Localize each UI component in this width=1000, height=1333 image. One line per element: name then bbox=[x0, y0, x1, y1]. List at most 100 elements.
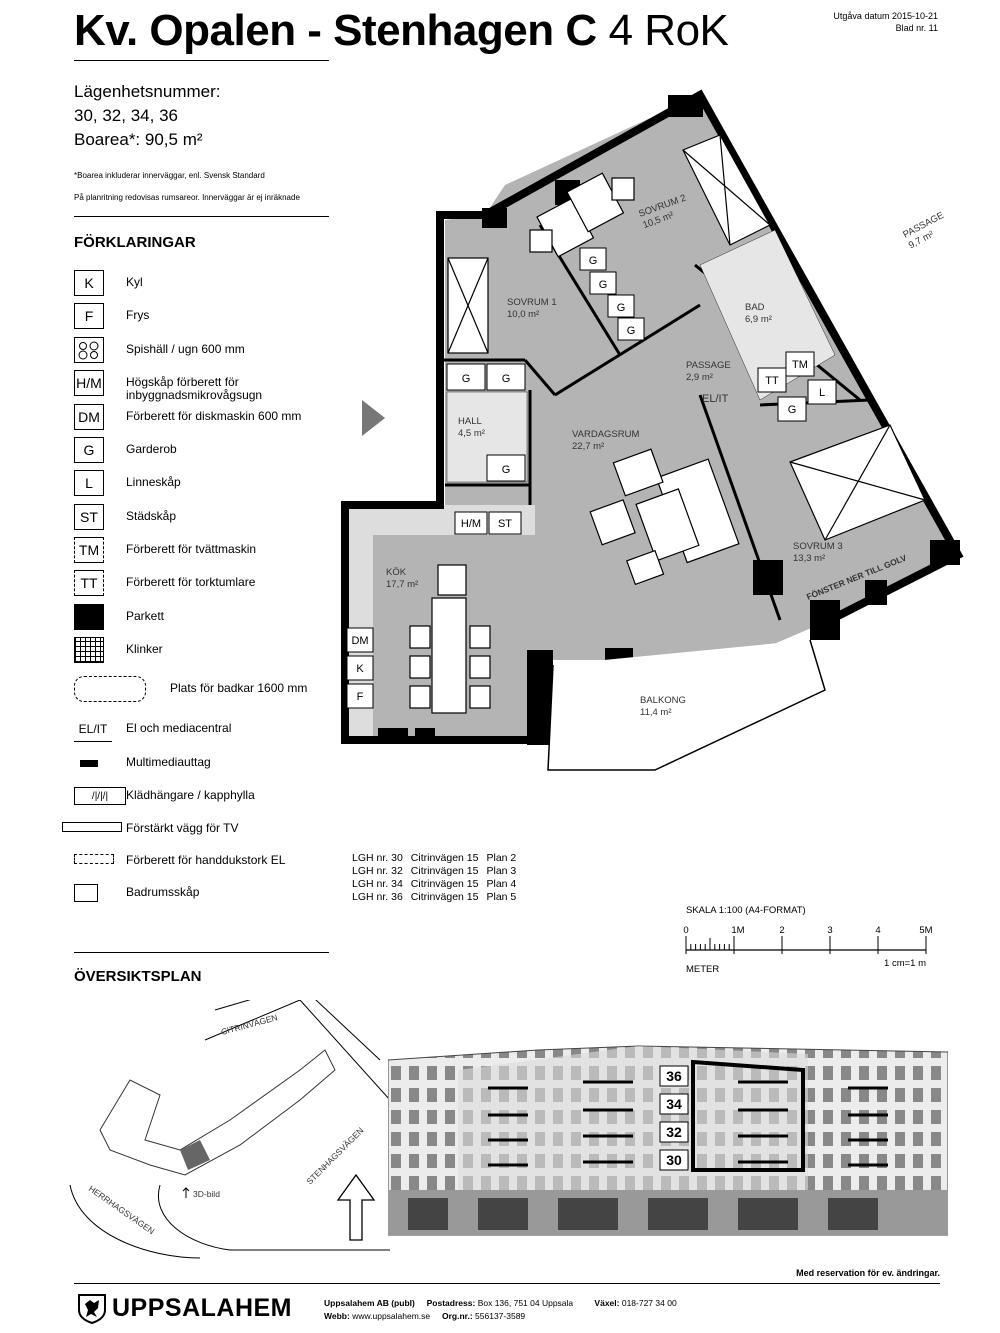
legend-label: Högskåp förberett för inbyggnadsmikrovåg… bbox=[126, 375, 263, 402]
svg-text:G: G bbox=[788, 404, 797, 416]
legend-symbol: L bbox=[74, 470, 104, 496]
entrance-arrow-icon bbox=[362, 400, 385, 436]
street-citrin: CITRINVÄGEN bbox=[220, 1012, 279, 1037]
scale-tick-label: 3 bbox=[827, 925, 832, 936]
post-label: Postadress: bbox=[426, 1298, 476, 1308]
tv-wall-icon bbox=[62, 822, 122, 832]
legend-label: Frys bbox=[126, 308, 150, 322]
table-cell-street: Citrinvägen 15 bbox=[410, 878, 479, 890]
legend-symbol: TM bbox=[74, 537, 104, 563]
apartment-highlight bbox=[691, 1059, 805, 1172]
org-number: 556137-3589 bbox=[475, 1311, 526, 1321]
legend-item: Klinker bbox=[74, 637, 374, 667]
svg-text:G: G bbox=[462, 373, 471, 385]
legend-label: Förberett för tvättmaskin bbox=[126, 542, 257, 556]
view-label: 3D-bild bbox=[193, 1189, 220, 1199]
scale-tick-label: 1M bbox=[731, 925, 744, 936]
svg-text:H/M: H/M bbox=[461, 518, 481, 530]
legend-symbol: EL/IT bbox=[74, 716, 112, 742]
legend-label: Badrumsskåp bbox=[126, 885, 200, 899]
stove-icon bbox=[74, 337, 104, 363]
note-2: På planritning redovisas rumsareor. Inne… bbox=[74, 193, 300, 202]
scale-tick-label: 2 bbox=[779, 925, 784, 936]
web-label: Webb: bbox=[324, 1311, 350, 1321]
web-link[interactable]: www.uppsalahem.se bbox=[352, 1311, 431, 1321]
scale-unit: METER bbox=[686, 964, 719, 975]
uppsalahem-logo-icon bbox=[78, 1294, 106, 1324]
legend-item: EL/IT El och mediacentral bbox=[74, 716, 374, 746]
legend-label: Klinker bbox=[126, 642, 163, 656]
apt-numbers: 30, 32, 34, 36 bbox=[74, 106, 178, 125]
legend-code: TM bbox=[78, 542, 100, 558]
scale-ratio: 1 cm=1 m bbox=[884, 958, 926, 969]
room-name: SOVRUM 3 bbox=[793, 541, 843, 552]
svg-text:G: G bbox=[502, 464, 511, 476]
legend-item: Spishäll / ugn 600 mm bbox=[74, 337, 374, 367]
overview-heading: ÖVERSIKTSPLAN bbox=[74, 968, 202, 985]
room-area: 13,3 m² bbox=[793, 553, 825, 564]
legend-symbol: K bbox=[74, 270, 104, 296]
legend-code: F bbox=[84, 308, 94, 324]
floor-tag-box bbox=[659, 1121, 689, 1143]
tile-swatch bbox=[74, 637, 104, 663]
svg-text:ST: ST bbox=[498, 518, 512, 530]
site-plan: CITRINVÄGEN STENHAGSVÄGEN HERRHAGSVÄGEN … bbox=[69, 1000, 391, 1259]
legend-symbol: ST bbox=[74, 504, 104, 530]
legend-item: /|/|/|Klädhängare / kapphylla bbox=[74, 783, 374, 813]
org-label: Org.nr.: bbox=[441, 1311, 473, 1321]
svg-text:G: G bbox=[502, 373, 511, 385]
floor-tag: 32 bbox=[666, 1124, 682, 1140]
bathroom-cabinet-icon bbox=[74, 884, 98, 902]
legend-label: Klädhängare / kapphylla bbox=[126, 788, 255, 802]
table-cell-apt: LGH nr. 32 bbox=[352, 865, 403, 877]
bathtub-icon bbox=[74, 676, 146, 702]
floor-tag: 36 bbox=[666, 1068, 682, 1084]
floor-tag-box bbox=[659, 1093, 689, 1115]
legend-label: El och mediacentral bbox=[126, 721, 232, 735]
phone-number: 018-727 34 00 bbox=[621, 1298, 677, 1308]
table-cell-street: Citrinvägen 15 bbox=[410, 891, 479, 903]
scale-tick-label: 5M bbox=[919, 925, 932, 936]
room-area: 22,7 m² bbox=[572, 441, 604, 452]
media-central-label: EL/IT bbox=[702, 393, 729, 405]
note-1: *Boarea inkluderar innerväggar, enl. Sve… bbox=[74, 171, 265, 180]
media-outlet-icon bbox=[74, 750, 104, 776]
legend-item: Plats för badkar 1600 mm bbox=[74, 676, 374, 706]
legend-item: Multimediauttag bbox=[74, 750, 374, 780]
scale-tick-label: 0 bbox=[683, 925, 688, 936]
floor-plan: G G G H/M ST DM K F G G G G G L TT TM bbox=[341, 89, 964, 771]
floor-area bbox=[345, 95, 955, 740]
brand-name: UPPSALAHEM bbox=[112, 1294, 293, 1322]
legend-symbol: TT bbox=[74, 570, 104, 596]
street-herrhag: HERRHAGSVÄGEN bbox=[87, 1183, 157, 1236]
room-area: 2,9 m² bbox=[686, 372, 713, 383]
legend-symbol: DM bbox=[74, 404, 104, 430]
legend-label: Parkett bbox=[126, 609, 165, 623]
room-area: 6,9 m² bbox=[745, 314, 772, 325]
room-count: 4 RoK bbox=[608, 6, 729, 55]
table-cell-apt: LGH nr. 30 bbox=[352, 852, 403, 864]
svg-text:G: G bbox=[589, 255, 598, 267]
room-area: 4,5 m² bbox=[458, 428, 485, 439]
area-notes: *Boarea inkluderar innerväggar, enl. Sve… bbox=[74, 165, 364, 209]
legend-label: Multimediauttag bbox=[126, 755, 211, 769]
legend-item: Badrumsskåp bbox=[74, 880, 374, 910]
legend-label: Plats för badkar 1600 mm bbox=[170, 681, 308, 695]
legend-code: ST bbox=[80, 509, 98, 525]
svg-text:L: L bbox=[819, 387, 825, 399]
phone-label: Växel: bbox=[594, 1298, 620, 1308]
room-area: 11,4 m² bbox=[640, 707, 672, 718]
